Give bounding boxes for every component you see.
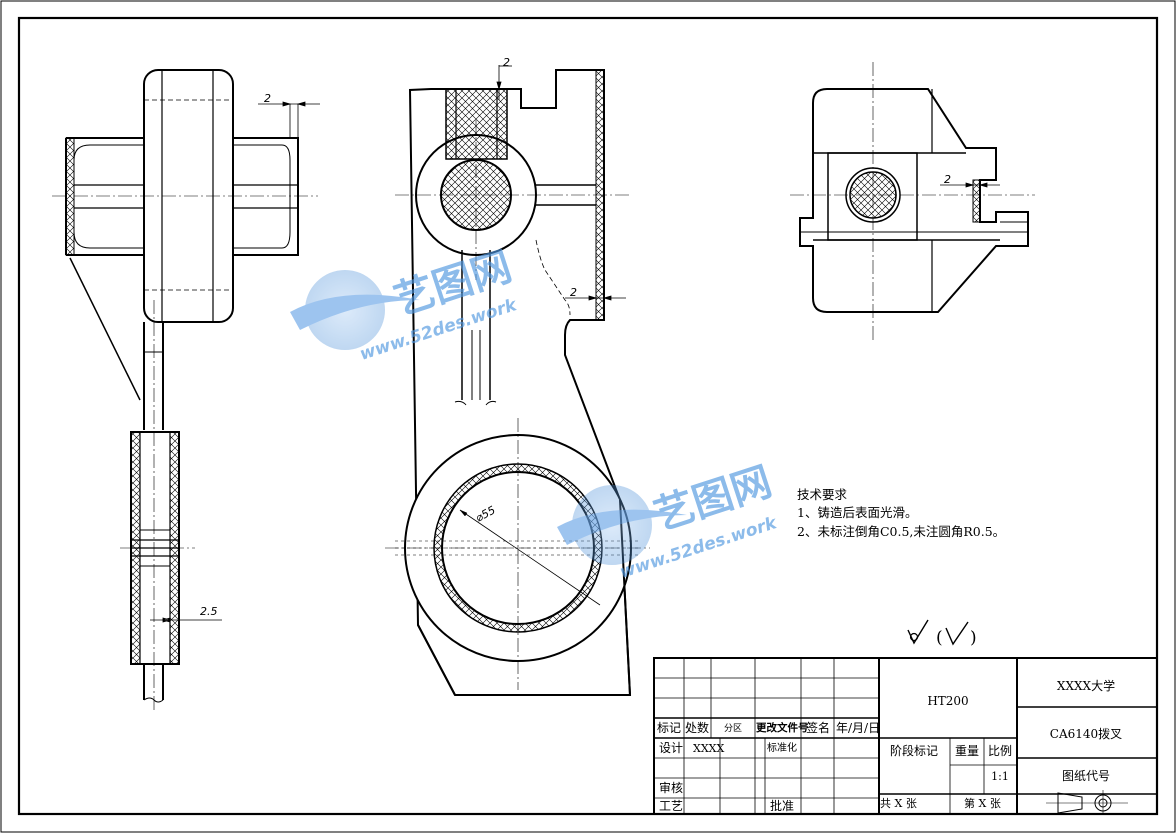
roughness-bracket-open: (: [936, 628, 943, 648]
top-view: [790, 62, 1035, 340]
notes-title: 技术要求: [797, 487, 848, 502]
notes-line-2: 2、未标注倒角C0.5,未注圆角R0.5。: [797, 524, 1005, 539]
top-view-dims: [940, 182, 1000, 188]
review-label: 审核: [659, 780, 683, 795]
university-text: XXXX大学: [1057, 678, 1115, 693]
rev-date-label: 年/月/日: [836, 721, 880, 735]
roughness-bracket-close: ): [970, 628, 977, 648]
rev-doc-label: 更改文件号: [756, 721, 809, 734]
scale-label: 比例: [988, 744, 1012, 758]
scale-value: 1:1: [991, 770, 1009, 783]
drawing-no-label: 图纸代号: [1062, 769, 1110, 783]
dim-web-thickness: 2.5: [200, 605, 218, 618]
stage-label: 阶段标记: [890, 743, 938, 758]
title-block-text: HT200 XXXX大学 CA6140拨叉 图纸代号 阶段标记 重量 比例 1:…: [657, 678, 1122, 813]
process-label: 工艺: [659, 799, 683, 813]
dim-right-thickness: 2: [570, 286, 577, 299]
front-dims: [496, 65, 626, 301]
roughness-symbol: ( ): [907, 619, 977, 648]
dim-top-thickness: 2: [503, 56, 510, 69]
dim-side-thickness: 2: [264, 92, 271, 105]
drawing-frame: [17, 16, 1159, 816]
notes-line-1: 1、铸造后表面光滑。: [797, 505, 917, 520]
total-sheets: 共 X 张: [880, 797, 917, 810]
title-block: [653, 657, 1158, 815]
dim-top-view-thickness: 2: [944, 173, 951, 186]
front-view: [385, 69, 650, 696]
standard-label: 标准化: [767, 741, 797, 754]
side-dims: [150, 101, 320, 623]
design-name: XXXX: [693, 742, 724, 755]
part-name-text: CA6140拨叉: [1050, 727, 1122, 741]
approve-label: 批准: [770, 798, 794, 813]
side-view: [52, 69, 318, 710]
sheet-number: 第 X 张: [964, 796, 1001, 810]
rev-mark-label: 标记: [657, 721, 681, 735]
weight-label: 重量: [955, 744, 979, 758]
rev-count-label: 处数: [685, 720, 709, 735]
design-label: 设计: [659, 741, 683, 755]
rev-sign-label: 签名: [806, 720, 830, 735]
rev-zone-label: 分区: [724, 723, 742, 734]
material-text: HT200: [927, 694, 968, 708]
